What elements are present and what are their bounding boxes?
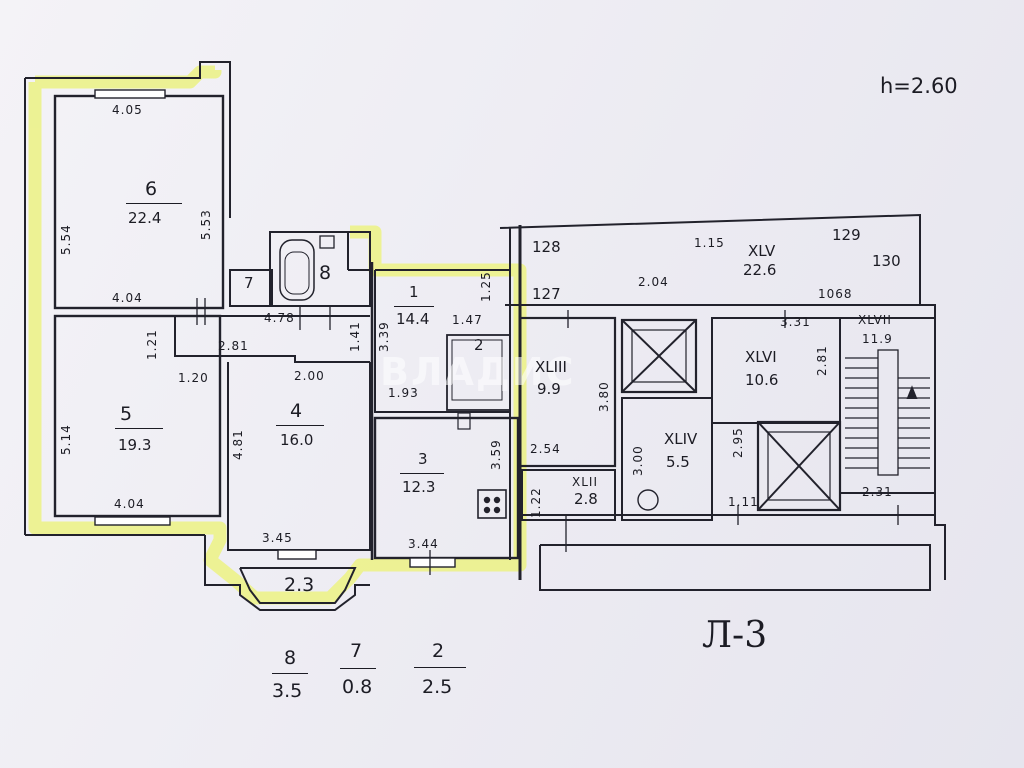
xliii-dim-right: 3.80	[597, 381, 611, 412]
room-3-right-len: 3.59	[489, 439, 503, 470]
room-6-width-bottom: 4.04	[112, 291, 143, 305]
xlii-dim-left: 1.22	[529, 487, 543, 518]
room-5-left-len: 5.14	[59, 424, 73, 455]
room-4-area: 16.0	[280, 431, 314, 449]
balcony-area: 2.3	[284, 574, 315, 596]
xlvi-label: XLVI	[745, 348, 777, 366]
room-5-top-right: 1.21	[145, 329, 159, 360]
common-130: 130	[872, 252, 901, 270]
xlii-label: XLII	[572, 475, 598, 489]
xlvi-dim-left: 2.95	[731, 427, 745, 458]
summary-area-7: 0.8	[342, 676, 373, 698]
xlvi-dim-bottom: 1.11	[728, 495, 759, 509]
room-4-width-bottom: 3.45	[262, 531, 293, 545]
room-6-number: 6	[145, 178, 158, 200]
xlvi-area: 10.6	[745, 371, 779, 389]
summary-area-8: 3.5	[272, 680, 303, 702]
walls	[24, 61, 946, 611]
corridor-width: 2.81	[218, 339, 249, 353]
xliii-label: XLIII	[535, 358, 567, 376]
room-6-width-top: 4.05	[112, 103, 143, 117]
room-5-width-bottom: 4.04	[114, 497, 145, 511]
summary-area-2: 2.5	[422, 676, 453, 698]
room-1-number: 1	[409, 283, 419, 301]
common-127: 127	[532, 285, 561, 303]
vertical-guides	[196, 298, 899, 575]
room-5-number: 5	[120, 403, 133, 425]
summary-room-8: 8	[284, 647, 297, 669]
room-6-left-len: 5.54	[59, 224, 73, 255]
summary-line-7	[340, 668, 376, 669]
room-1-right-len: 1.25	[479, 271, 493, 302]
xliv-label: XLIV	[664, 430, 698, 448]
xlvii-label: XLVII	[858, 313, 892, 327]
xlvi-dim-top: 3.31	[780, 315, 811, 329]
room-2-number: 2	[474, 336, 484, 354]
room-1-fraction-line	[394, 306, 434, 307]
room-4-number: 4	[290, 400, 303, 422]
xliv-dim-left: 3.00	[631, 445, 645, 476]
room-6-area: 22.4	[128, 209, 162, 227]
room-6-fraction-line	[126, 203, 182, 204]
room-5-bottom-inner: 1.20	[178, 371, 209, 385]
xlvi-dim-right: 2.81	[815, 345, 829, 376]
xlv-dim-top: 1.15	[694, 236, 725, 250]
xlii-area: 2.8	[574, 490, 598, 508]
summary-line-8	[272, 673, 308, 674]
ceiling-height: h=2.60	[880, 74, 958, 98]
room-8-number: 8	[319, 262, 332, 284]
xlvii-dim-bottom: 2.31	[862, 485, 893, 499]
xliii-area: 9.9	[537, 380, 561, 398]
xlv-label: XLV	[748, 242, 776, 260]
common-129: 129	[832, 226, 861, 244]
sheet-label: Л-3	[702, 615, 768, 656]
room-1-bottom-width: 1.93	[388, 386, 419, 400]
xliv-area: 5.5	[666, 453, 690, 471]
xlvii-area: 11.9	[862, 332, 893, 346]
room-5-area: 19.3	[118, 436, 152, 454]
common-128: 128	[532, 238, 561, 256]
room-1-left-len: 3.39	[377, 321, 391, 352]
room-4-left-len: 4.81	[231, 429, 245, 460]
room-3-width-bottom: 3.44	[408, 537, 439, 551]
room-3-number: 3	[418, 450, 428, 468]
corridor-top-width: 4.78	[264, 311, 295, 325]
xliii-dim-bottom: 2.54	[530, 442, 561, 456]
room-5-fraction-line	[115, 428, 163, 429]
common-1068: 1068	[818, 287, 853, 301]
corridor-right-len: 1.41	[348, 321, 362, 352]
room-4-fraction-line	[276, 425, 324, 426]
room-6-right-len: 5.53	[199, 209, 213, 240]
summary-line-2	[414, 667, 466, 668]
xlv-area: 22.6	[743, 261, 777, 279]
room-1-area: 14.4	[396, 310, 430, 328]
room-7-number: 7	[244, 274, 254, 292]
xlv-dim-mid: 2.04	[638, 275, 669, 289]
summary-room-2: 2	[432, 640, 445, 662]
room-3-area: 12.3	[402, 478, 436, 496]
room-1-inner-width: 1.47	[452, 313, 483, 327]
room-4-width-top: 2.00	[294, 369, 325, 383]
room-3-fraction-line	[400, 473, 444, 474]
summary-room-7: 7	[350, 640, 363, 662]
watermark-text: ВЛАДИС	[380, 350, 576, 394]
